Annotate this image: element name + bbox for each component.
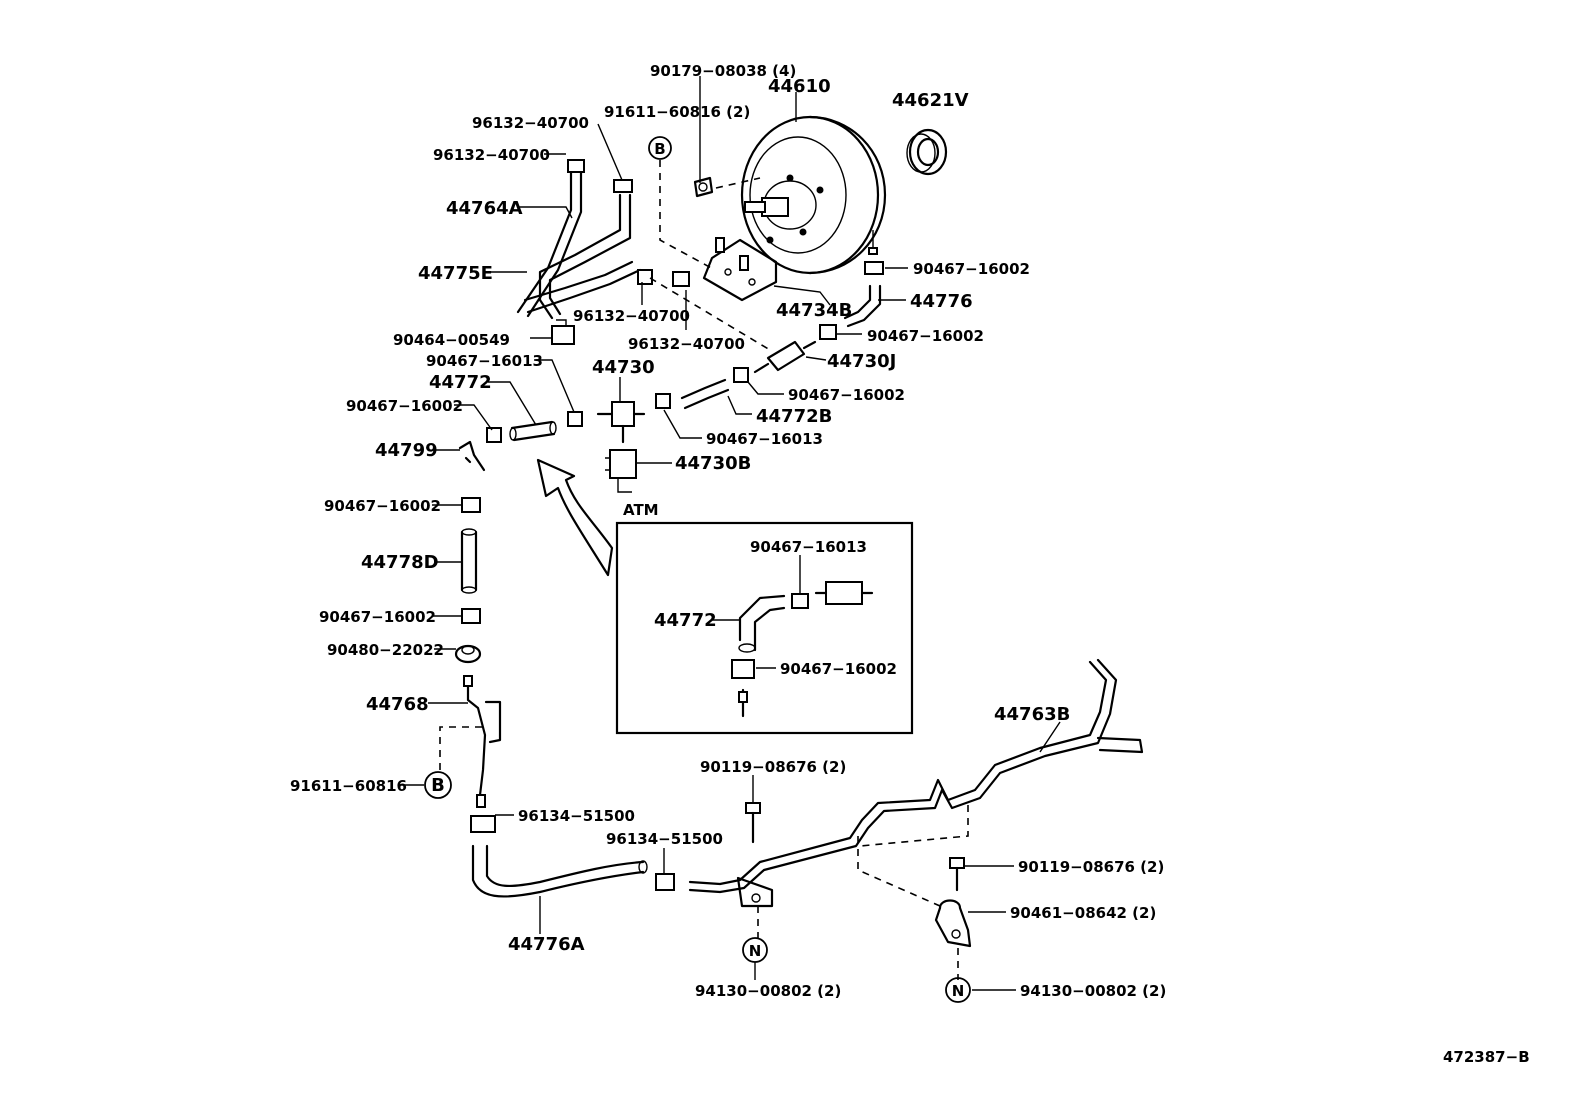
label-44621V: 44621V [892, 90, 969, 111]
marker-N-right: N [945, 977, 971, 1003]
label-94130-00802-a: 94130−00802 (2) [695, 982, 841, 1000]
label-44763B: 44763B [994, 704, 1070, 725]
label-90467-16002-f: 90467−16002 [780, 660, 897, 678]
part-labels: 90179−08038 (4) 44610 44621V 91611−60816… [290, 62, 1530, 1066]
label-90467-16002-d: 90467−16002 [788, 386, 905, 404]
label-90467-16002-a: 90467−16002 [913, 260, 1030, 278]
clamp-90467-16002-g [461, 608, 481, 624]
label-91611-60816-top: 91611−60816 (2) [604, 103, 750, 121]
label-44772-a: 44772 [429, 372, 492, 393]
marker-N-right-text: N [952, 982, 965, 1000]
label-96132-40700-c: 96132−40700 [573, 307, 690, 325]
label-90119-08676-b: 90119−08676 (2) [1018, 858, 1164, 876]
nut-90179-08038 [693, 176, 714, 198]
valve-44730B [605, 449, 637, 493]
hose-44772B [680, 378, 730, 410]
label-44734B: 44734B [776, 300, 852, 321]
label-44610: 44610 [768, 76, 831, 97]
pipe-44763B [688, 658, 1144, 894]
hose-44776 [819, 261, 884, 340]
label-44778D: 44778D [361, 552, 439, 573]
label-44730J: 44730J [827, 351, 896, 372]
clamps-row-44730 [486, 367, 749, 443]
label-44776: 44776 [910, 291, 973, 312]
atm-detail-box [615, 521, 914, 735]
grommet-90480-22022 [454, 644, 482, 664]
label-90467-16002-e: 90467−16002 [324, 497, 441, 515]
hose-44776A [470, 815, 648, 898]
fitting-44799 [458, 440, 486, 472]
label-44775E: 44775E [418, 263, 493, 284]
label-96134-51500-b: 96134−51500 [606, 830, 723, 848]
label-90480-22022: 90480−22022 [327, 641, 444, 659]
clamp-plate-left [736, 876, 774, 908]
marker-B-top-text: B [654, 140, 665, 158]
brake-booster-44610 [740, 115, 887, 275]
label-44730B: 44730B [675, 453, 751, 474]
label-44772B: 44772B [756, 406, 832, 427]
marker-N-left-text: N [749, 942, 762, 960]
bracket-44734B [702, 237, 778, 302]
seal-44621V [906, 128, 948, 176]
label-91611-60816-bottom: 91611−60816 [290, 777, 407, 795]
label-90467-16002-b: 90467−16002 [867, 327, 984, 345]
bolt-90119-08676-a [745, 802, 761, 844]
label-90467-16002-g: 90467−16002 [319, 608, 436, 626]
pipe-44768 [463, 675, 502, 808]
clamp-96132-40700-c [637, 269, 653, 285]
label-94130-00802-b: 94130−00802 (2) [1020, 982, 1166, 1000]
label-44730: 44730 [592, 357, 655, 378]
clamp-96132-40700-d [672, 271, 690, 287]
hose-44764A [516, 159, 585, 318]
label-44768: 44768 [366, 694, 429, 715]
valve-44730 [596, 401, 646, 444]
hose-44778D [460, 528, 478, 594]
clamp-90461-08642 [934, 899, 972, 948]
view-arrow [536, 458, 614, 577]
label-90467-16002-c: 90467−16002 [346, 397, 463, 415]
hose-44775E [523, 179, 642, 320]
marker-B-bottom-text: B [431, 775, 445, 796]
label-ATM: ATM [623, 501, 659, 519]
clamp-90467-16002-e [461, 497, 481, 513]
label-44799: 44799 [375, 440, 438, 461]
check-valve-44730J [753, 340, 817, 374]
clamp-96134-51500-b [655, 873, 675, 891]
label-90467-16013-c: 90467−16013 [750, 538, 867, 556]
label-44764A: 44764A [446, 198, 523, 219]
marker-N-left: N [742, 937, 768, 963]
label-96132-40700-d: 96132−40700 [628, 335, 745, 353]
marker-B-bottom: B [424, 771, 452, 799]
dashed-reference-lines [439, 160, 969, 980]
bolt-90119-08676-b [949, 857, 965, 892]
label-90119-08676-a: 90119−08676 (2) [700, 758, 846, 776]
marker-B-top: B [648, 136, 672, 160]
label-90179-08038: 90179−08038 (4) [650, 62, 796, 80]
label-44776A: 44776A [508, 934, 585, 955]
label-96132-40700-b: 96132−40700 [433, 146, 550, 164]
hose-44772 [509, 420, 557, 442]
label-90464-00549: 90464−00549 [393, 331, 510, 349]
drawing-number: 472387−B [1443, 1048, 1530, 1066]
leader-lines [398, 76, 1061, 991]
label-96134-51500-a: 96134−51500 [518, 807, 635, 825]
label-90461-08642: 90461−08642 (2) [1010, 904, 1156, 922]
label-44772-b: 44772 [654, 610, 717, 631]
clamp-90464-00549 [551, 319, 575, 345]
label-90467-16013-a: 90467−16013 [426, 352, 543, 370]
label-90467-16013-b: 90467−16013 [706, 430, 823, 448]
label-96132-40700-a: 96132−40700 [472, 114, 589, 132]
